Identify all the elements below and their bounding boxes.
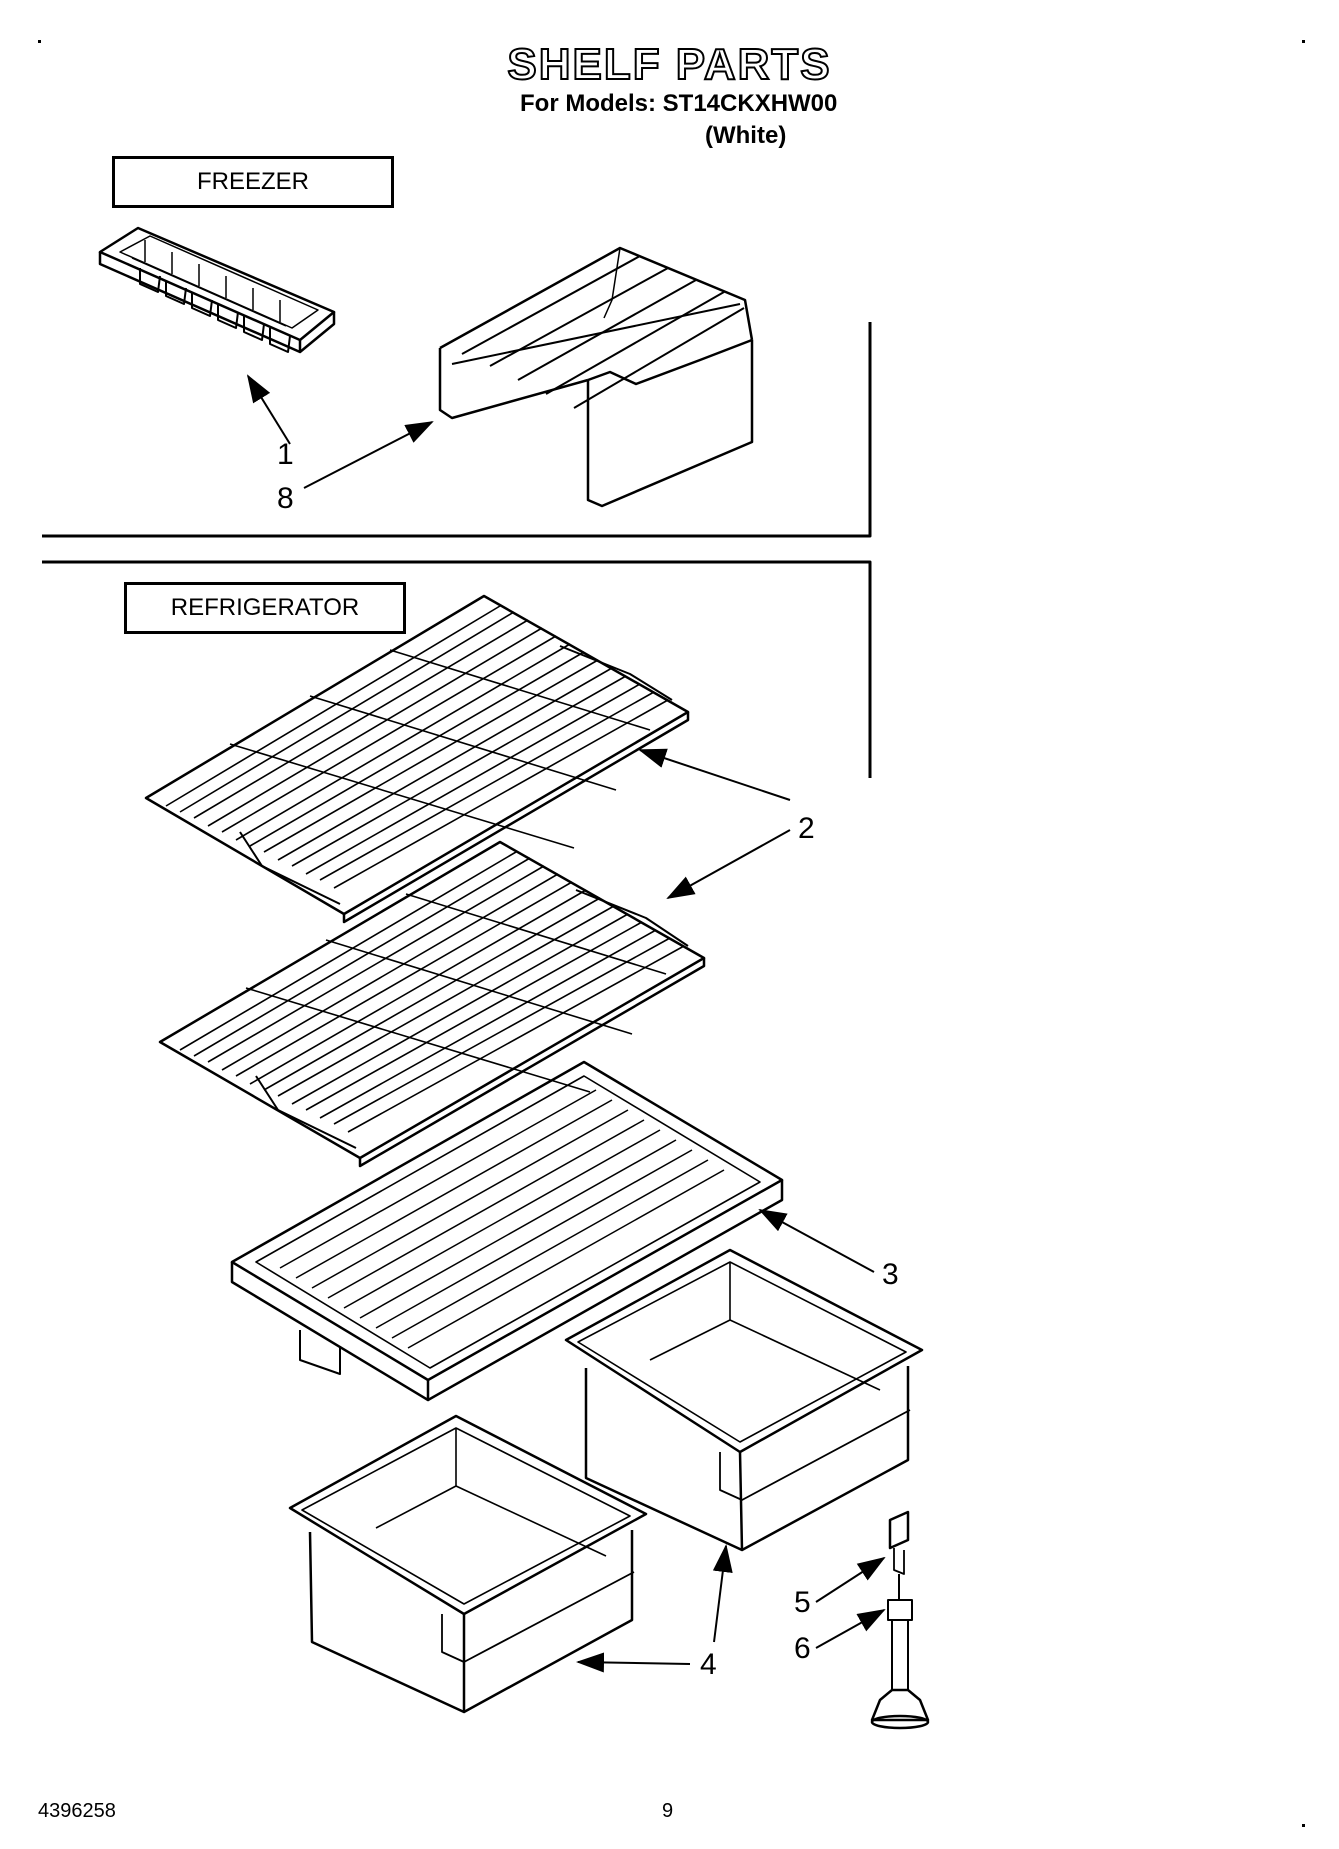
corner-dot [1302, 40, 1305, 43]
freezer-wire-shelf-part-8 [438, 246, 754, 508]
callout-8: 8 [277, 482, 294, 515]
crisper-drawer-right-part-4 [564, 1248, 924, 1552]
refrigerator-wire-shelf-upper-part-2 [144, 594, 690, 924]
corner-dot [38, 40, 41, 43]
callout-5: 5 [794, 1586, 811, 1619]
callout-3: 3 [882, 1258, 899, 1291]
crisper-drawer-left-part-4 [288, 1414, 648, 1714]
corner-dot [1302, 1824, 1305, 1827]
document-number: 4396258 [38, 1800, 116, 1822]
crisper-cover-shelf-part-3 [230, 1060, 784, 1402]
callout-leaders [246, 374, 886, 1673]
refrigerator-section-frame [42, 560, 872, 778]
callout-1: 1 [277, 438, 294, 471]
freezer-section-frame [42, 322, 872, 538]
callout-6: 6 [794, 1632, 811, 1665]
page-title: SHELF PARTS [506, 39, 832, 90]
page-number: 9 [662, 1800, 674, 1822]
freezer-section-label: FREEZER [112, 156, 394, 208]
leveling-leg-parts-5-6 [870, 1510, 930, 1730]
model-color: (White) [705, 122, 787, 149]
refrigerator-wire-shelf-lower-part-2 [158, 840, 706, 1168]
callout-2: 2 [798, 812, 815, 845]
model-subtitle: For Models: ST14CKXHW00 [520, 90, 838, 117]
ice-tray-part-1 [98, 226, 336, 354]
refrigerator-section-label: REFRIGERATOR [124, 582, 406, 634]
callout-4: 4 [700, 1648, 717, 1681]
